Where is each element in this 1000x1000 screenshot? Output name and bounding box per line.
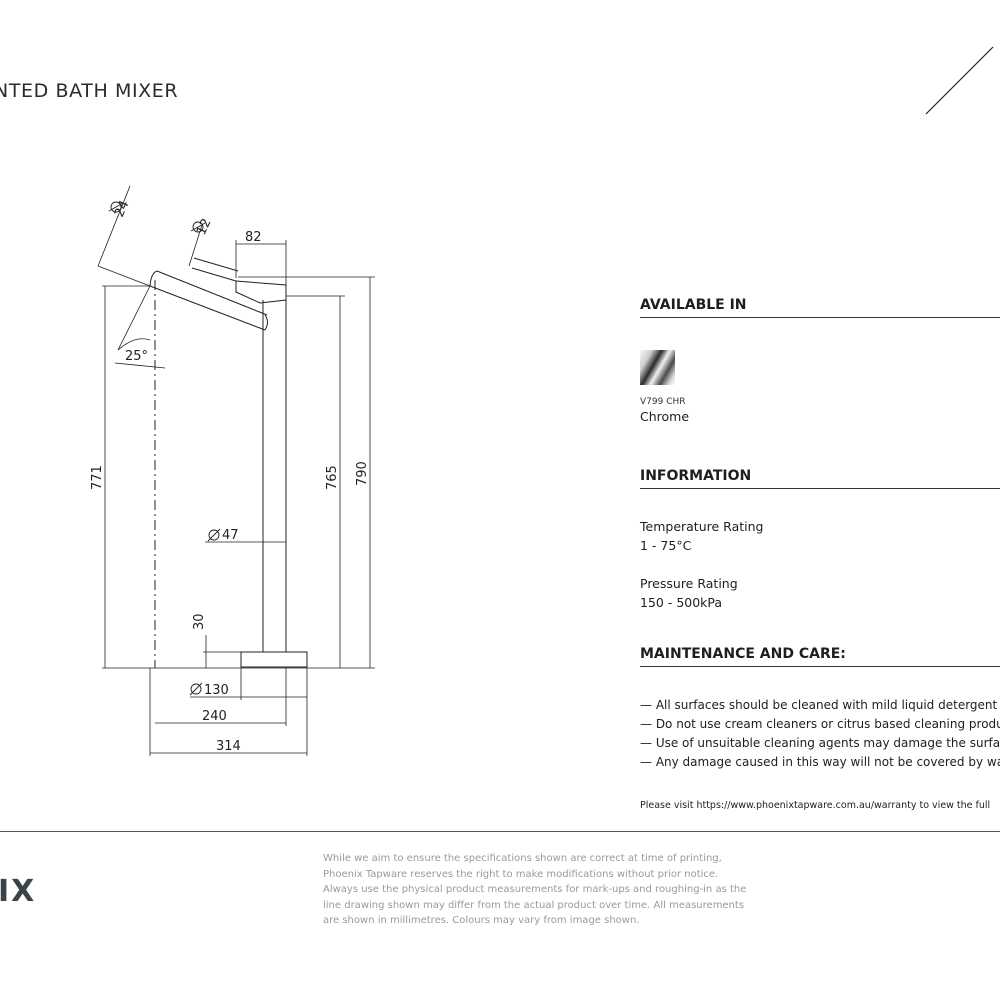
finish-name: Chrome <box>640 409 690 424</box>
list-item: — Use of unsuitable cleaning agents may … <box>640 736 1000 750</box>
dim-handle-length: 82 <box>245 230 262 245</box>
dim-height-790: 790 <box>355 461 370 486</box>
care-list: — All surfaces should be cleaned with mi… <box>640 696 1000 772</box>
dim-reach-314: 314 <box>216 739 241 754</box>
dim-height-765: 765 <box>325 465 340 490</box>
available-heading: AVAILABLE IN <box>640 297 1000 318</box>
page-title: NTED BATH MIXER <box>0 80 179 102</box>
dim-reach-240: 240 <box>202 709 227 724</box>
dim-angle: 25° <box>125 349 148 364</box>
temperature-label: Temperature Rating <box>640 519 764 534</box>
dim-base-height: 30 <box>192 613 207 630</box>
list-item: — Any damage caused in this way will not… <box>640 755 1000 769</box>
list-item: — Do not use cream cleaners or citrus ba… <box>640 717 1000 731</box>
product-code: V799 CHR <box>640 397 686 407</box>
maintenance-heading: MAINTENANCE AND CARE: <box>640 646 1000 667</box>
information-heading: INFORMATION <box>640 468 1000 489</box>
chrome-swatch-icon <box>640 350 675 385</box>
footer-divider <box>0 831 1000 832</box>
list-item: — All surfaces should be cleaned with mi… <box>640 698 1000 712</box>
disclaimer-text: While we aim to ensure the specification… <box>323 853 747 926</box>
temperature-value: 1 - 75°C <box>640 538 692 553</box>
dim-spout-diameter: 24 <box>112 198 133 219</box>
dim-body-diameter: 47 <box>222 528 239 543</box>
brand-logo: IX <box>0 874 37 909</box>
pressure-value: 150 - 500kPa <box>640 595 723 610</box>
warranty-link-text[interactable]: Please visit https://www.phoenixtapware.… <box>640 800 991 811</box>
technical-drawing: 24 12 82 25° 771 765 790 47 30 130 240 3… <box>90 185 375 756</box>
corner-diagonal-line <box>925 46 994 115</box>
pressure-label: Pressure Rating <box>640 576 738 591</box>
dim-height-771: 771 <box>90 465 105 490</box>
diameter-symbols <box>108 201 221 696</box>
dim-base-diameter: 130 <box>204 683 229 698</box>
